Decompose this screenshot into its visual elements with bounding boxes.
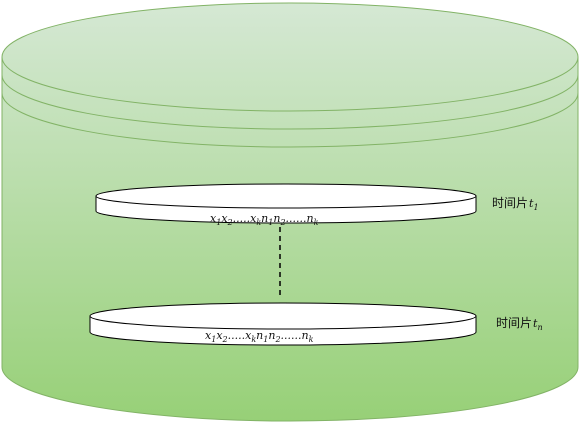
disk-1-time-label: 时间片t1 (492, 196, 539, 212)
time-slice-disk-1: x1x2.....xkn1n2......nk 时间片t1 (95, 183, 539, 227)
disk-2-time-label: 时间片tn (496, 316, 543, 332)
disk-1-sequence-label: x1x2.....xkn1n2......nk (210, 212, 319, 227)
disk-2-sequence-label: x1x2.....xkn1n2......nk (205, 329, 314, 344)
time-slice-disk-2: x1x2.....xkn1n2......nk 时间片tn (89, 302, 543, 346)
cylinder-rim-line-3 (1, 92, 579, 148)
disk-1-top (95, 183, 477, 209)
cylinder-rim-line-2 (1, 74, 579, 130)
cylinder-rim-line-1 (1, 56, 579, 112)
disk-2-top (89, 302, 477, 330)
